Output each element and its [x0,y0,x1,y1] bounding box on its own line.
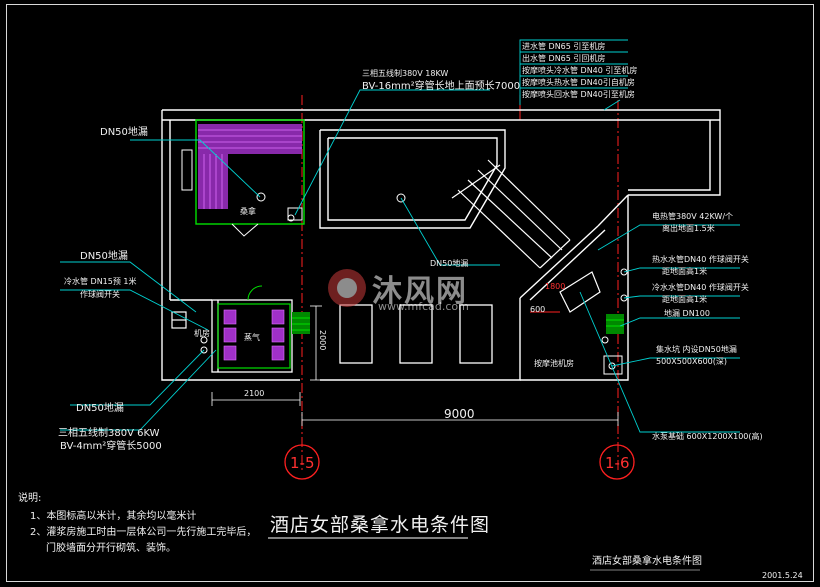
watermark-url: www.mfcad.com [378,300,469,313]
steam-room-outline [217,303,291,369]
legend-item: 按摩喷头热水管 DN40引自机房 [522,78,635,87]
callout-heater-b: 离出地面1.5米 [662,224,715,233]
steam-door-arc [247,285,263,301]
callout-foundation: 水泵基础 600X1200X100(高) [652,432,763,441]
callout-cold-b: 距地面高1米 [662,295,708,304]
callout-pit-b: 500X500X600(深) [656,357,728,366]
dimension-2100: 2100 [244,389,265,398]
sauna-heater-box [181,149,193,191]
dimension-lines [211,305,619,426]
axis-label-right: 1-6 [605,454,630,472]
steam-seats [223,309,285,361]
watermark-logo-icon [328,269,366,307]
room-label-pool-machine: 按摩池机房 [534,359,574,368]
axis-bubble-left [284,444,320,480]
callout-hot-b: 距地面高1米 [662,267,708,276]
axis-label-left: 1-5 [290,454,315,472]
dimension-600: 600 [530,305,546,314]
pool-outline [319,129,506,229]
callout-pit-a: 集水坑 内设DN50地漏 [656,345,737,354]
axis-bubble-right [599,444,635,480]
callout-cold-a: 冷水水管DN40 作球阀开关 [652,283,749,292]
legend-item: 按摩喷头回水管 DN40引至机房 [522,90,635,99]
sauna-room-outline [195,119,305,225]
pump-foundation [559,271,601,313]
collection-pit [603,355,623,375]
watermark: 沐风网 [328,266,468,310]
callout-drain-left: DN50地漏 [100,127,148,138]
room-label-steam: 蒸气 [244,333,260,342]
callout-heater-a: 电热管380V 42KW/个 [652,212,734,221]
callout-power-top-b: BV-16mm²穿管长地上面预长7000 [362,81,521,92]
drawing-title: 酒店女部桑拿水电条件图 [270,514,491,536]
watermark-brand: 沐风网 [372,274,468,309]
sauna-door [231,223,259,237]
drawing-frame [6,4,814,582]
drawing-date: 2001.5.24 [762,571,803,580]
callout-drain-low: DN50地漏 [76,403,124,414]
sauna-outlet [287,207,303,221]
leader-lines [60,39,740,433]
callout-power-top-a: 三相五线制380V 18KW [362,69,449,78]
notes-line-2: 2、灌浆房施工时由一层体公司一先行施工完毕后， [30,527,257,538]
legend-item: 进水管 DN65 引至机房 [522,42,606,51]
notes-line-1: 1、本图标高以米计，其余均以毫米计 [30,511,197,522]
callout-drain-mid: DN50地漏 [430,259,469,268]
pipe-fittings [200,192,628,370]
machine-room [171,311,187,329]
callout-cold-water-sub: 作球阀开关 [80,290,120,299]
legend-item: 按摩喷头冷水管 DN40 引至机房 [522,66,638,75]
callout-power-low-a: 三相五线制380V 6KW [58,428,160,439]
room-label-sauna: 桑拿 [240,207,256,216]
dimension-1800: 1800 [545,282,566,291]
callout-power-low-b: BV-4mm²穿管长5000 [60,441,162,452]
notes-heading: 说明: [18,493,42,504]
bath-tubs [339,304,493,364]
callout-drain-mid-left: DN50地漏 [80,251,128,262]
legend-item: 出水管 DN65 引回机房 [522,54,606,63]
pool-stairs [451,159,571,269]
dimension-2000: 2000 [318,330,327,351]
callout-cold-water: 冷水管 DN15预 1米 [64,277,137,286]
room-label-machine: 机房 [194,329,210,338]
sauna-benches [198,124,302,209]
callout-hot-a: 热水水管DN40 作球阀开关 [652,255,749,264]
callout-floor-drain: 地漏 DN100 [664,309,710,318]
wall-hatch-blocks [292,312,624,334]
dimension-9000: 9000 [444,407,475,421]
drawing-subtitle: 酒店女部桑拿水电条件图 [592,556,702,567]
notes-line-3: 门胶墙面分开行砌筑、装饰。 [46,543,176,554]
building-walls [161,109,721,381]
